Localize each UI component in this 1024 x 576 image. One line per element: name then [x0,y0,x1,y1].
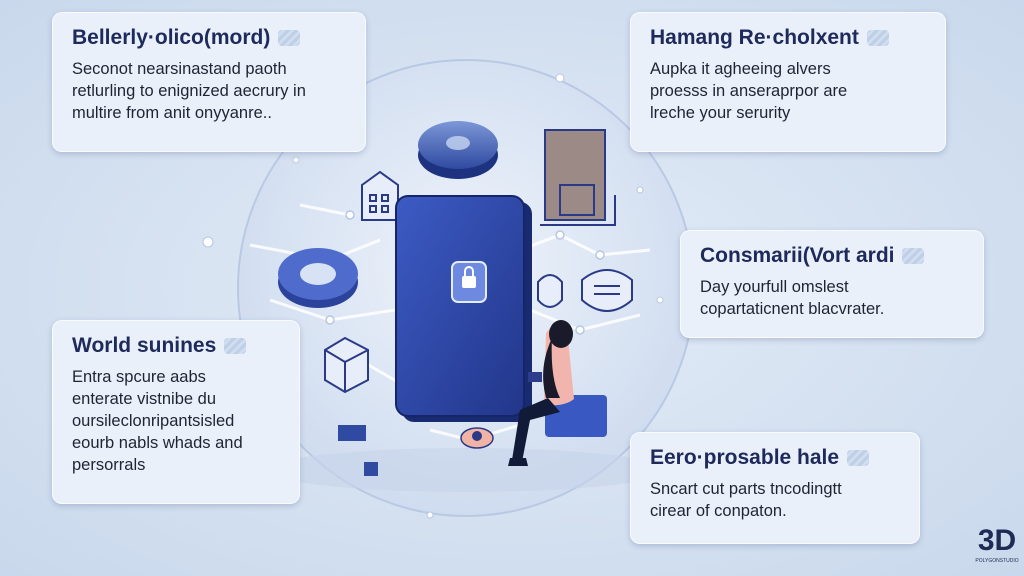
card-line: copartaticnent blacvrater. [700,300,885,318]
card-line: Sncart cut parts tncodingtt [650,480,842,498]
card-line: Seconot nearsinastand paoth [72,60,287,78]
card-title: Consmarii(Vort ardi [700,244,895,267]
platform-base [266,448,666,492]
logo-caption: POLYGONSTUDIO [975,558,1018,564]
person-figure [508,320,607,466]
card-line: eourb nabls whads and [72,434,243,452]
info-card-3: Consmarii(Vort ardi Day yourfull omslest… [680,230,984,338]
certificate-icon [540,129,616,226]
brand-logo: 3D POLYGONSTUDIO [975,524,1018,564]
card-line: multire from anit onyyanre.. [72,104,272,122]
card-line: oursileclonripantsisled [72,412,235,430]
sparkles [202,73,664,519]
token-icon [460,427,494,449]
badge-icon [866,30,889,46]
card-title: Eero·prosable hale [650,446,840,469]
info-card-1: Bellerly·olico(mord) Seconot nearsinasta… [52,12,366,152]
phone-device [395,195,532,422]
card-line: retlurling to enignized aecrury in [72,82,306,100]
box-icon [324,336,369,394]
shield-mask-icon [537,269,633,312]
ring-icon [278,248,358,308]
card-title: Hamang Re·cholxent [650,26,859,49]
badge-icon [224,338,247,354]
card-line: persorrals [72,456,146,474]
card-line: lreche your serurity [650,104,791,122]
card-line: Day yourfull omslest [700,278,849,296]
card-line: cirear of conpaton. [650,502,787,520]
info-card-5: Eero·prosable hale Sncart cut parts tnco… [630,432,920,544]
card-line: Aupka it agheeing alvers [650,60,831,78]
card-line: enterate vistnibe du [72,390,217,408]
small-card-icon [338,425,378,476]
badge-icon [278,30,301,46]
lock-icon [462,276,476,288]
badge-icon [847,450,870,466]
disc-icon [418,121,498,179]
logo-mark: 3D [978,524,1016,557]
card-title: World sunines [72,334,217,357]
card-line: Entra spcure aabs [72,368,206,386]
badge-icon [902,248,925,264]
info-card-4: World sunines Entra spcure aabs enterate… [52,320,300,504]
card-title: Bellerly·olico(mord) [72,26,271,49]
info-card-2: Hamang Re·cholxent Aupka it agheeing alv… [630,12,946,152]
card-line: proesss in anseraprpor are [650,82,848,100]
